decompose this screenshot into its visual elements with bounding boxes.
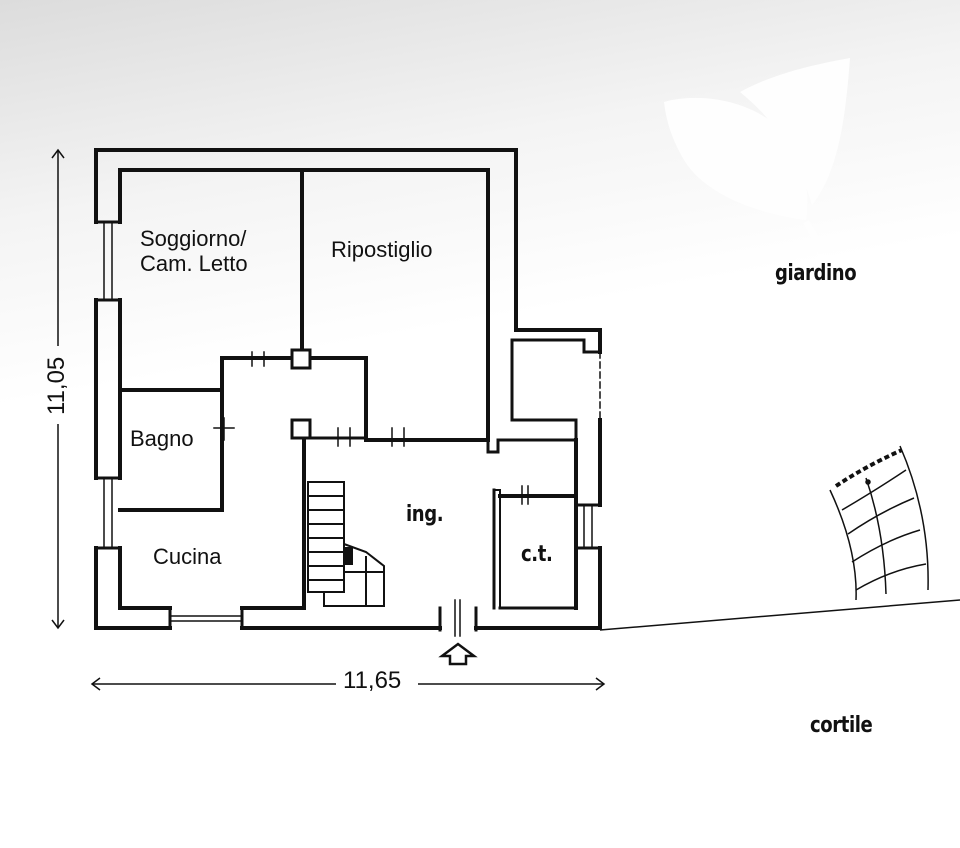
- outdoor-label-cortile: cortile: [810, 713, 873, 738]
- room-label-ripostiglio: Ripostiglio: [331, 237, 433, 262]
- room-label-bagno: Bagno: [130, 426, 194, 451]
- external-curved-stair: [829, 445, 929, 601]
- entrance-arrow-icon: [438, 642, 478, 666]
- outdoor-label-giardino: giardino: [775, 261, 857, 286]
- dimension-lines: [51, 148, 606, 691]
- interior-walls: [118, 168, 578, 610]
- dimension-width-label: 11,65: [343, 667, 402, 694]
- room-label-ct: c.t.: [521, 542, 553, 567]
- leaf-watermark-icon: [664, 58, 850, 261]
- room-label-soggiorno-line2: Cam. Letto: [140, 250, 248, 276]
- staircase: [307, 481, 385, 607]
- room-label-cucina: Cucina: [153, 544, 222, 569]
- room-label-soggiorno: Soggiorno/ Cam. Letto: [140, 226, 248, 276]
- dimension-height-label: 11,05: [43, 356, 70, 415]
- room-label-ingresso: ing.: [406, 502, 444, 527]
- site-boundary-line: [599, 599, 960, 631]
- room-label-soggiorno-line1: Soggiorno/: [140, 226, 247, 251]
